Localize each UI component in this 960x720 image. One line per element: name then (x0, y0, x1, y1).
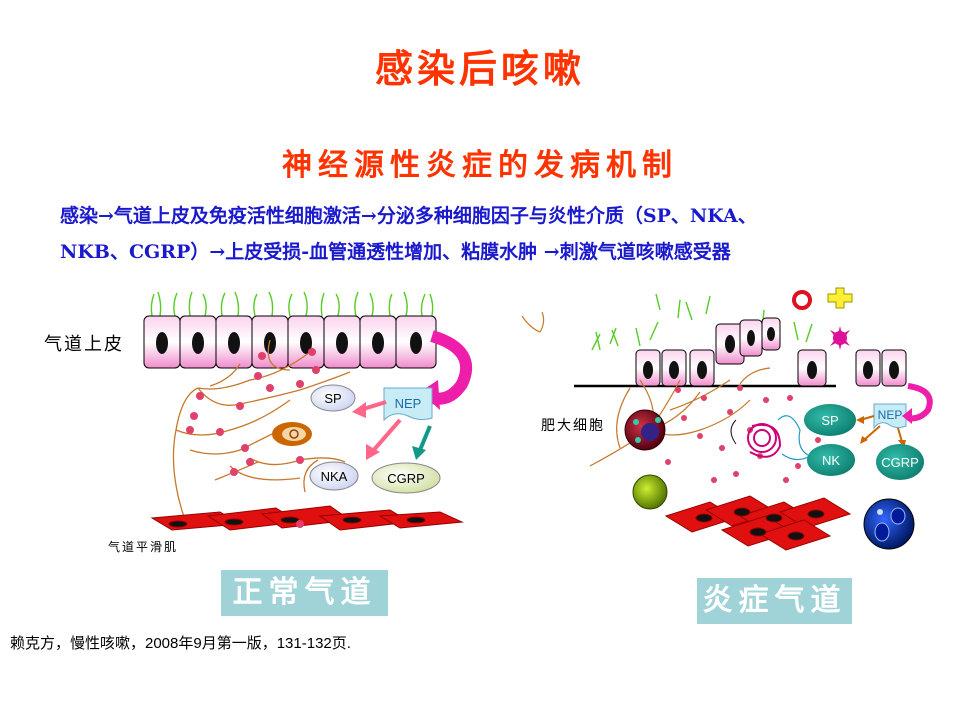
inflamed-swirl-cell (747, 423, 782, 458)
inflamed-nk-label: NK (822, 453, 840, 468)
smooth-muscle-label: 气道平滑肌 (108, 540, 179, 554)
inflamed-cgrp-bubble: CGRP (876, 444, 924, 480)
mast-cell (624, 409, 666, 451)
page-title: 感染后咳嗽 (374, 46, 585, 91)
inflamed-cgrp-label: CGRP (881, 455, 919, 470)
inflamed-epithelial-cells (635, 317, 907, 387)
normal-epithelial-cells (143, 315, 437, 369)
normal-nka-label: NKA (321, 469, 348, 484)
inflamed-sp-bubble: SP (804, 404, 856, 436)
normal-cilia (150, 291, 434, 317)
inflamed-airway-tag: 炎症气道 (697, 578, 852, 624)
normal-nka-bubble: NKA (309, 461, 359, 491)
normal-cgrp-label: CGRP (387, 471, 425, 486)
inflamed-blue-cell (863, 498, 915, 550)
description-line-2: NKB、CGRP）→上皮受损-血管通透性增加、粘膜水肿 →刺激气道咳嗽感受器 (60, 241, 731, 263)
normal-smooth-muscle (150, 505, 464, 531)
page-subtitle: 神经源性炎症的发病机制 (282, 148, 678, 183)
inflamed-nk-bubble: NK (807, 444, 855, 476)
reference-citation: 赖克方，慢性咳嗽，2008年9月第一版，131-132页. (10, 635, 351, 652)
inflamed-smooth-muscle (664, 495, 852, 551)
inflamed-cilia (591, 293, 813, 351)
mast-cell-label: 肥大细胞 (541, 418, 605, 434)
normal-curved-arrow (430, 330, 473, 405)
normal-cgrp-bubble: CGRP (371, 462, 441, 494)
description-line-1: 感染→气道上皮及免疫活性细胞激活→分泌多种细胞因子与炎性介质（SP、NKA、 (60, 205, 757, 227)
normal-sp-bubble: SP (310, 384, 356, 412)
inflamed-airway-diagram: SP NEP NK CGRP (521, 287, 933, 551)
normal-neuropeptide-dots (186, 348, 320, 476)
normal-airway-diagram: SP NEP NKA CGRP (143, 291, 473, 531)
normal-nep-tag: NEP (383, 387, 433, 422)
epithelium-label: 气道上皮 (44, 334, 124, 355)
inflamed-nep-tag: NEP (873, 403, 907, 430)
normal-airway-tag: 正常气道 (221, 570, 388, 616)
normal-immune-cell (272, 422, 312, 446)
normal-sp-label: SP (324, 391, 341, 406)
inflamed-sp-label: SP (821, 413, 838, 428)
normal-nerve-fibres (172, 339, 351, 521)
inflamed-neuropeptide-dots (665, 385, 821, 483)
pathogen-star-icon (830, 326, 850, 350)
inflamed-nep-label: NEP (878, 408, 903, 422)
normal-nep-label: NEP (395, 396, 422, 411)
pathogen-cross-icon (827, 287, 853, 309)
inflamed-green-cell (632, 474, 668, 510)
pathogen-ring-icon (792, 290, 812, 310)
